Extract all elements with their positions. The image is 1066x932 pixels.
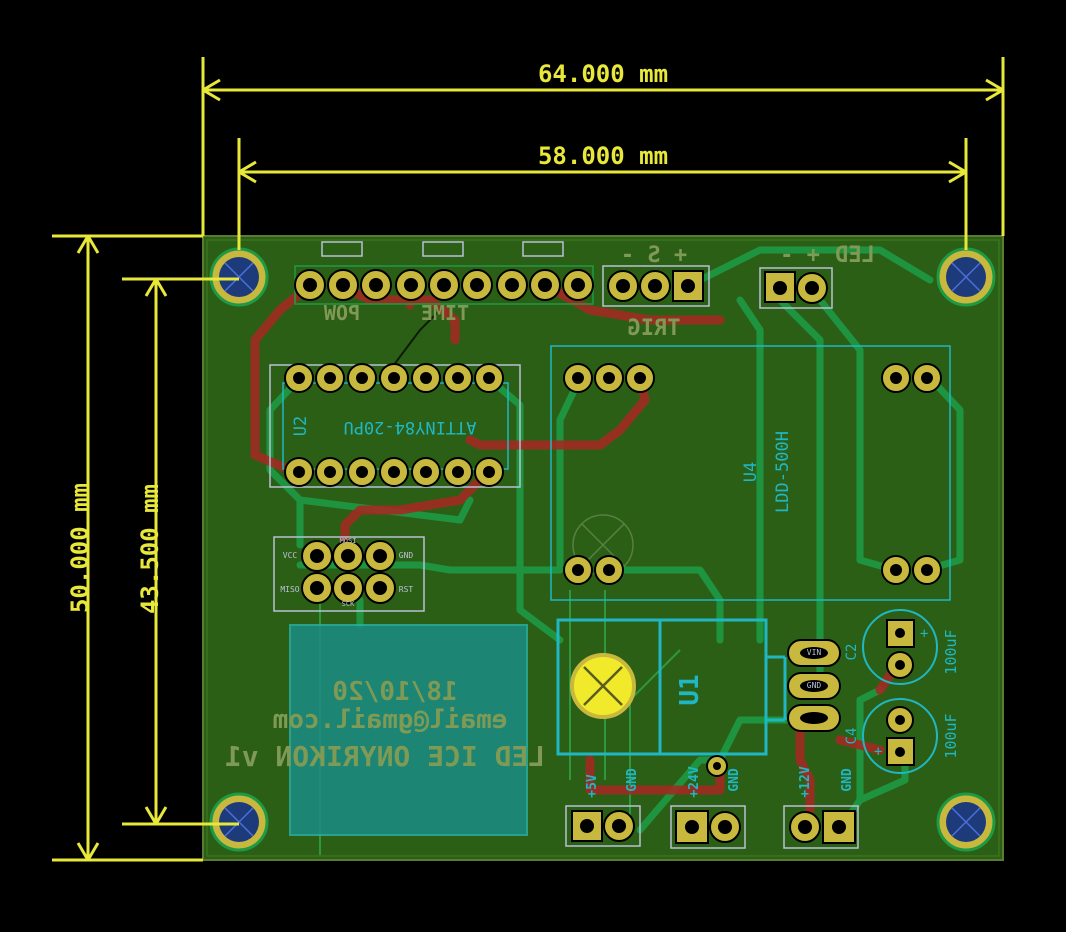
c4-value-label: 100uF (942, 713, 960, 758)
dimension-height-outer-label: 50.000 mm (66, 483, 94, 613)
back-silk-date: 18/10/20 (332, 677, 457, 707)
mounting-hole-bottom-left (209, 792, 269, 852)
mounting-holes (209, 247, 996, 852)
dimension-width-inner (237, 138, 968, 250)
u4-ref-label: U4 (741, 462, 761, 482)
u4-value-label: LDD-500H (773, 431, 793, 513)
c2-plus: + (920, 626, 928, 642)
u1-ref-label: U1 (675, 674, 705, 705)
back-silk-led-pins: + - (780, 243, 820, 268)
dimension-width-inner-label: 58.000 mm (538, 142, 668, 170)
back-silk-pow: POW (323, 301, 360, 325)
back-silk-trig-pins: + S - (621, 243, 687, 268)
u2-attiny84: ATTINY84-20PU U2 (269, 363, 521, 488)
dimension-width-outer (201, 57, 1005, 236)
isp-header: VCC MOSI GND MISO SCK RST (273, 536, 425, 612)
isp-sck-label: SCK (342, 600, 355, 608)
isp-rst-label: RST (399, 585, 414, 594)
trig-connector (602, 265, 710, 307)
top-copper-traces (250, 280, 905, 815)
back-silk-email: email@gmail.com (273, 705, 508, 735)
c2-value-label: 100uF (942, 629, 960, 674)
u4-ldd500h: LDD-500H U4 (550, 345, 951, 601)
dimension-height-inner (122, 277, 239, 826)
power-connector-24v: +24V GND (670, 755, 746, 849)
conn3-plus-label: +12V (798, 766, 813, 797)
mounting-hole-bottom-right (936, 792, 996, 852)
conn3-gnd-label: GND (840, 768, 855, 792)
isp-vcc-label: VCC (283, 551, 298, 560)
capacitor-c4: 100uF C4 + (844, 698, 960, 774)
u2-value-label: ATTINY84-20PU (343, 417, 476, 437)
u1-vin-label: VIN (807, 648, 822, 657)
power-connector-5v: +5V GND (565, 768, 641, 847)
back-silkscreen: 18/10/20 email@gmail.com LED ICE ONYRIKO… (225, 243, 875, 773)
back-silk-time: TIME (421, 301, 469, 325)
copper-zone (289, 624, 528, 836)
back-silk-title: LED ICE ONYRIKON v1 (225, 740, 545, 773)
conn2-plus-label: +24V (687, 766, 702, 797)
conn2-gnd-label: GND (727, 768, 742, 792)
dimension-width-outer-label: 64.000 mm (538, 60, 668, 88)
capacitor-c2: 100uF C2 + (844, 609, 960, 685)
back-silk-trig: TRIG (628, 316, 681, 341)
conn1-plus-label: +5V (585, 774, 600, 798)
isp-mosi-label: MOSI (340, 537, 357, 545)
highlight-traces (389, 309, 441, 371)
conn1-gnd-label: GND (625, 768, 640, 792)
mounting-hole-top-left (209, 247, 269, 307)
dimension-height-inner-label: 43.500 mm (136, 484, 164, 614)
u2-ref-label: U2 (291, 416, 311, 436)
c4-ref-label: C4 (844, 728, 860, 745)
u1-gnd-label: GND (807, 681, 822, 690)
back-silk-led: LED (835, 243, 875, 268)
power-connector-12v: +12V GND (783, 766, 859, 849)
dimension-height-outer (52, 234, 203, 862)
c4-plus: + (874, 744, 882, 760)
c2-ref-label: C2 (844, 644, 860, 661)
u1-regulator: U1 VIN GND (556, 618, 841, 756)
pot-header-drills (303, 278, 585, 292)
isp-miso-label: MISO (280, 585, 299, 594)
led-connector (759, 267, 833, 309)
isp-gnd-label: GND (399, 551, 414, 560)
mounting-hole-top-right (936, 247, 996, 307)
